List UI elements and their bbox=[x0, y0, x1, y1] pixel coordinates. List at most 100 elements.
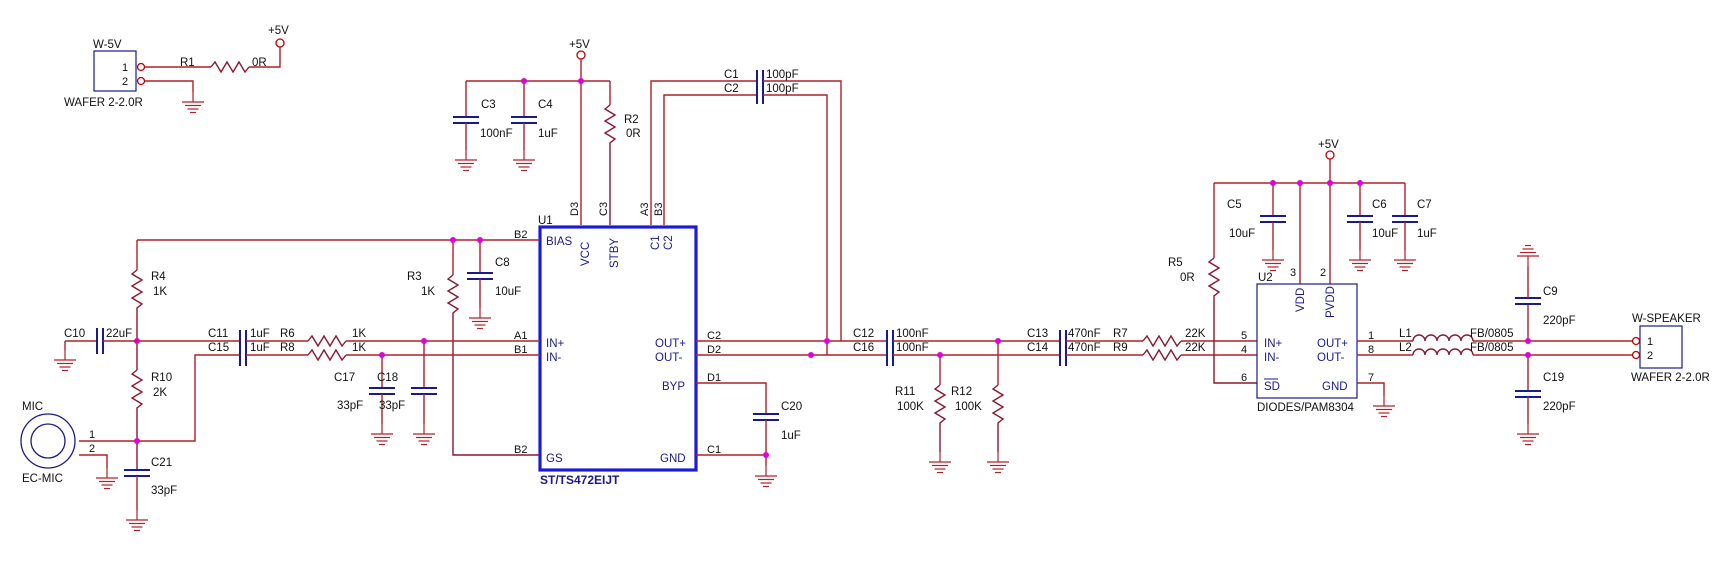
r6-ref: R6 bbox=[280, 328, 295, 340]
u1-pin-vcc: VCC bbox=[580, 242, 592, 266]
u1-pin-byp: BYP bbox=[662, 381, 685, 393]
c5-value: 10uF bbox=[1229, 228, 1255, 240]
u1-pin-c2: C2 bbox=[663, 235, 675, 250]
resistor-r1: R1 0R +5V bbox=[180, 25, 289, 74]
feedback-caps: C1 100pF C2 100pF bbox=[650, 69, 842, 355]
u1-num-b3: B3 bbox=[653, 203, 665, 216]
r8-ref: R8 bbox=[280, 342, 295, 354]
u2-pin-inn: IN- bbox=[1264, 352, 1280, 364]
r2-ref: R2 bbox=[624, 114, 639, 126]
c11-value: 1uF bbox=[250, 328, 270, 340]
input-network: C11 1uF C15 1uF R6 1K R8 1K C17 33pF C18… bbox=[208, 328, 540, 446]
c6-value: 10uF bbox=[1372, 228, 1398, 240]
c10-ref: C10 bbox=[64, 328, 85, 340]
mic-ref: MIC bbox=[22, 401, 43, 413]
c2-value: 100pF bbox=[766, 83, 799, 95]
r7-ref: R7 bbox=[1113, 328, 1128, 340]
bias-network: C8 10uF R3 1K bbox=[137, 237, 540, 456]
r1-value: 0R bbox=[252, 57, 267, 69]
r10-value: 2K bbox=[153, 387, 167, 399]
c13-ref: C13 bbox=[1027, 328, 1048, 340]
u2-pin-outn: OUT- bbox=[1317, 352, 1345, 364]
u1-num-a1: A1 bbox=[514, 330, 527, 342]
c9-ref: C9 bbox=[1543, 286, 1558, 298]
mic-icon bbox=[20, 413, 76, 469]
u1-pin-gs: GS bbox=[546, 453, 563, 465]
u2-pin-vdd: VDD bbox=[1295, 288, 1307, 312]
r3-value: 1K bbox=[421, 286, 435, 298]
ic-u2: U2 DIODES/PAM8304 VDD PVDD IN+ IN- SD OU… bbox=[1241, 267, 1396, 418]
vcc-label: +5V bbox=[268, 25, 289, 37]
spk-pin1: 1 bbox=[1647, 336, 1653, 348]
r11-value: 100K bbox=[897, 401, 924, 413]
mic-pin1: 1 bbox=[89, 429, 95, 441]
w5v-pin2: 2 bbox=[122, 76, 128, 88]
c8-ref: C8 bbox=[495, 257, 510, 269]
r12-value: 100K bbox=[955, 401, 982, 413]
c20-value: 1uF bbox=[781, 430, 801, 442]
u2-num-inp: 5 bbox=[1241, 330, 1247, 342]
byp-network: C20 1uF bbox=[696, 382, 802, 488]
u2-num-gnd: 7 bbox=[1368, 372, 1374, 384]
c14-ref: C14 bbox=[1027, 342, 1049, 354]
u1-pin-inp: IN+ bbox=[546, 338, 565, 350]
u2-pin-pvdd: PVDD bbox=[1325, 286, 1337, 318]
r5-ref: R5 bbox=[1168, 257, 1183, 269]
u1-num-a3: A3 bbox=[639, 203, 651, 216]
spk-pin2: 2 bbox=[1647, 350, 1653, 362]
c21-ref: C21 bbox=[151, 457, 172, 469]
u1-num-d3: D3 bbox=[569, 202, 581, 216]
r2-value: 0R bbox=[626, 128, 641, 140]
r4-value: 1K bbox=[153, 286, 167, 298]
u1-num-d1: D1 bbox=[707, 372, 721, 384]
u1-num-c3: C3 bbox=[598, 202, 610, 216]
u2-vcc-label: +5V bbox=[1318, 139, 1339, 151]
u1-vcc-label: +5V bbox=[569, 39, 590, 51]
r4-ref: R4 bbox=[151, 271, 166, 283]
c6-ref: C6 bbox=[1372, 199, 1387, 211]
c7-ref: C7 bbox=[1417, 199, 1432, 211]
c19-ref: C19 bbox=[1543, 372, 1564, 384]
u2-pin-gnd: GND bbox=[1322, 381, 1348, 393]
u1-pin-bias: BIAS bbox=[546, 236, 573, 248]
c8-value: 10uF bbox=[495, 286, 521, 298]
c15-value: 1uF bbox=[250, 342, 270, 354]
r9-value: 22K bbox=[1185, 342, 1206, 354]
r10-ref: R10 bbox=[151, 372, 172, 384]
u2-num-inn: 4 bbox=[1241, 344, 1247, 356]
u1-ref: U1 bbox=[538, 215, 553, 227]
l2-value: FB/0805 bbox=[1470, 342, 1513, 354]
ic-u1: U1 ST/TS472EIJT BIAS IN+ IN- GS OUT+ OUT… bbox=[514, 202, 721, 487]
u2-pin-inp: IN+ bbox=[1264, 338, 1283, 350]
u2-num-outn: 8 bbox=[1368, 344, 1374, 356]
mic-part: EC-MIC bbox=[22, 473, 63, 485]
u1-pin-inn: IN- bbox=[546, 352, 562, 364]
c4-ref: C4 bbox=[538, 99, 553, 111]
u1-pin-gnd: GND bbox=[660, 453, 686, 465]
u2-num-vdd: 3 bbox=[1290, 267, 1296, 279]
c19-value: 220pF bbox=[1543, 401, 1576, 413]
c15-ref: C15 bbox=[208, 342, 229, 354]
c11-ref: C11 bbox=[208, 328, 228, 340]
r1-ref: R1 bbox=[180, 57, 195, 69]
u2-ref: U2 bbox=[1258, 272, 1273, 284]
u1-part: ST/TS472EIJT bbox=[540, 473, 620, 487]
u1-num-b2b: B2 bbox=[514, 444, 527, 456]
r7-value: 22K bbox=[1185, 328, 1206, 340]
r12-ref: R12 bbox=[951, 386, 972, 398]
u1-pin-stby: STBY bbox=[609, 238, 621, 268]
c13-value: 470nF bbox=[1068, 328, 1101, 340]
u1-pin-outp: OUT+ bbox=[655, 338, 686, 350]
u2-pin-outp: OUT+ bbox=[1317, 338, 1348, 350]
spk-ref: W-SPEAKER bbox=[1632, 313, 1701, 325]
c16-ref: C16 bbox=[853, 342, 874, 354]
c2-ref: C2 bbox=[724, 83, 739, 95]
c16-value: 100nF bbox=[896, 342, 929, 354]
c17-ref: C17 bbox=[334, 372, 355, 384]
u1-num-c1: C1 bbox=[707, 444, 721, 456]
mic-pin2: 2 bbox=[89, 443, 95, 455]
c18-ref: C18 bbox=[377, 372, 398, 384]
r3-ref: R3 bbox=[407, 271, 422, 283]
u2-pin-sd: SD bbox=[1264, 381, 1280, 393]
